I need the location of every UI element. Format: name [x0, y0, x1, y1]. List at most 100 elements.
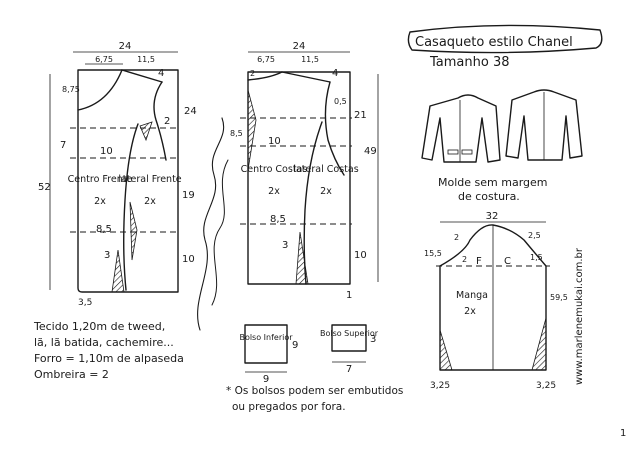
pocket-lower-width: 9: [263, 374, 269, 385]
front-neck-drop: 8,75: [62, 85, 80, 94]
sleeve-mark-f: F: [476, 256, 482, 267]
back-piece-2-name: lateral Costas: [293, 164, 358, 175]
sleeve-width-label: 32: [486, 211, 499, 222]
back-pattern: 24 6,75 11,5 4 2 0,5 21 8,5 10 49 8,5 3 …: [230, 41, 379, 301]
seam-note-1: Molde sem margem: [438, 176, 547, 189]
sleeve-piece-name: Manga: [456, 290, 488, 301]
front-hem-hatch: [111, 249, 125, 293]
front-piece-1-name: Centro Frente: [68, 174, 133, 185]
jacket-pocket-right: [461, 149, 473, 155]
front-hem-label: 10: [182, 254, 195, 265]
front-dart: [129, 201, 138, 261]
front-piece-2-name: lateral Frente: [118, 174, 181, 185]
back-width-label: 24: [293, 41, 306, 52]
pocket-upper-name: Bolso Superior: [320, 329, 379, 338]
pockets: Bolso Inferior 9 9 Bolso Superior 3 7 * …: [226, 324, 403, 413]
back-dart-bottom: 3: [282, 240, 288, 251]
back-hem-label: 10: [354, 250, 367, 261]
back-total-height: 49: [364, 146, 377, 157]
front-piece-2-qty: 2x: [144, 196, 156, 207]
fabric-notes: Tecido 1,20m de tweed, lã, lã batida, ca…: [33, 320, 184, 381]
back-label-85: 8,5: [230, 129, 243, 138]
back-shoulder-drop: 4: [332, 68, 338, 79]
fabric-note-2: lã, lã batida, cachemire...: [34, 336, 174, 349]
sleeve-cap-label-3: 2: [462, 255, 467, 264]
front-waist-label: 8,5: [96, 224, 112, 235]
front-princess-seam: [123, 123, 139, 291]
back-armhole: [324, 81, 345, 176]
front-side-height: 24: [184, 106, 197, 117]
shoulder-pad-note: Ombreira = 2: [34, 368, 109, 381]
jacket-sketch: [421, 89, 583, 163]
front-width-label: 24: [119, 41, 132, 52]
website-watermark: www.marlenemukai.com.br: [574, 247, 585, 385]
sleeve-cap-label-1: 2: [454, 233, 459, 242]
title-line-1: Casaqueto estilo Chanel: [415, 35, 573, 50]
fabric-note: Tecido 1,20m de tweed,: [33, 320, 165, 333]
back-label-10: 10: [268, 136, 281, 147]
pocket-lower-name: Bolso Inferior: [239, 333, 293, 342]
sleeve-bottom-left: 3,25: [430, 381, 450, 391]
pocket-lower-height: 9: [292, 340, 298, 351]
back-hem-hatch: [295, 231, 309, 285]
pocket-upper: [331, 324, 367, 352]
seam-note-2: de costura.: [458, 190, 520, 203]
front-label-10: 10: [100, 146, 113, 157]
back-bounding-rect: [247, 71, 351, 285]
page-number: 1: [620, 428, 626, 439]
pocket-upper-height: 3: [370, 334, 376, 345]
back-armhole-label: 21: [354, 110, 367, 121]
sleeve-cap-left: 15,5: [424, 249, 442, 258]
title-block: Casaqueto estilo Chanel Tamanho 38: [407, 24, 603, 70]
sleeve-mark-c: C: [504, 256, 511, 267]
front-dart-bottom: 3: [104, 250, 110, 261]
back-dart-top: 0,5: [334, 97, 347, 106]
back-waist-label: 8,5: [270, 214, 286, 225]
sleeve-cap-label-2: 2,5: [528, 231, 541, 240]
front-pattern: 24 6,75 11,5 8,75 4 24 2 7 10 52 19 8,5 …: [38, 41, 197, 308]
front-neckline: [77, 69, 123, 111]
sleeve-hatch-right: [531, 317, 547, 371]
sleeve-length: 59,5: [550, 293, 568, 302]
back-piece-1-name: Centro Costas: [241, 164, 308, 175]
jacket-back: [505, 89, 583, 161]
front-side-lower: 19: [182, 190, 195, 201]
front-dart-top: [139, 121, 153, 142]
back-piece-1-qty: 2x: [268, 186, 280, 197]
sleeve-bottom-right: 3,25: [536, 381, 556, 391]
front-shoulder-line: [121, 69, 163, 83]
jacket-front: [421, 94, 501, 163]
sleeve-pattern: 32 15,5 2 2,5 2 1,5 F C Manga 2x 59,5 3,…: [424, 211, 568, 391]
back-neck-drop: 2: [250, 69, 255, 78]
front-label-7: 7: [60, 140, 66, 151]
sleeve-piece-qty: 2x: [464, 306, 476, 317]
pocket-upper-width: 7: [346, 364, 352, 375]
front-shoulder-right-label: 11,5: [137, 55, 155, 64]
pocket-note-2: ou pregados por fora.: [232, 401, 346, 413]
front-dart-top-label: 2: [164, 116, 170, 127]
back-shoulder-left-label: 6,75: [257, 55, 275, 64]
front-piece-1-qty: 2x: [94, 196, 106, 207]
front-armhole: [153, 81, 167, 161]
title-frame: [407, 24, 603, 54]
jacket-pocket-left: [447, 149, 459, 155]
sleeve-hatch-left: [439, 329, 453, 371]
back-shoulder-right-label: 11,5: [301, 55, 319, 64]
front-shoulder-left-label: 6,75: [95, 55, 113, 64]
back-neckline: [247, 71, 283, 81]
front-bounding-rect: [77, 69, 179, 293]
title-line-2: Tamanho 38: [429, 55, 510, 70]
pocket-note-1: * Os bolsos podem ser embutidos: [226, 385, 403, 397]
front-shoulder-drop: 4: [158, 68, 164, 79]
back-bottom-label: 1: [346, 290, 352, 301]
back-shoulder-line: [281, 71, 331, 83]
back-piece-2-qty: 2x: [320, 186, 332, 197]
back-center-hatch: [247, 89, 257, 171]
lining-note: Forro = 1,10m de alpaseda: [34, 352, 184, 365]
pocket-lower: [244, 324, 288, 364]
sleeve-cap-label-4: 1,5: [530, 253, 543, 262]
signature: [197, 117, 229, 331]
front-total-height: 52: [38, 182, 51, 193]
front-bottom-label: 3,5: [78, 298, 92, 308]
